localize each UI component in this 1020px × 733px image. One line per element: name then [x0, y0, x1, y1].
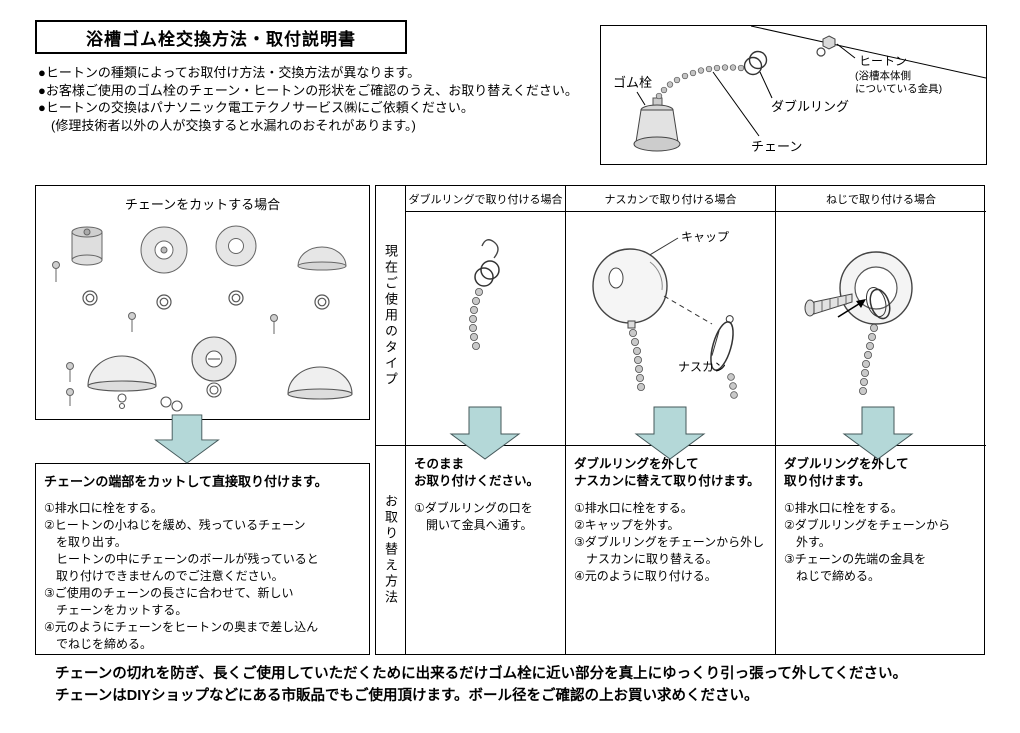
cut-chain-method-title: チェーンの端部をカットして直接取り付けます。 [44, 474, 328, 489]
step-line: ②ダブルリングをチェーンから [784, 518, 951, 532]
step-line: ②ヒートンの小ねじを緩め、残っているチェーン [44, 518, 306, 532]
step-line: 外す。 [784, 535, 831, 549]
intro-bullet: ●ヒートンの種類によってお取付け方法・交換方法が異なります。 [38, 65, 421, 80]
step-line: 開いて金具へ通す。 [414, 518, 533, 532]
down-arrow-icon [449, 406, 521, 460]
label-heaton-note: (浴槽本体側 についている金具) [855, 70, 943, 95]
document-title: 浴槽ゴム栓交換方法・取付説明書 [86, 29, 356, 49]
double-ring-method-cell: そのまま お取り付けください。 ①ダブルリングの口を 開いて金具へ通す。 [406, 446, 566, 654]
step-line: ①ダブルリングの口を [414, 501, 533, 515]
screw-method-cell: ダブルリングを外して 取り付けます。 ①排水口に栓をする。 ②ダブルリングをチェー… [776, 446, 986, 654]
step-line: を取り出す。 [44, 535, 127, 549]
cut-chain-method-box: チェーンの端部をカットして直接取り付けます。 ①排水口に栓をする。 ②ヒートンの小… [35, 463, 370, 655]
double-ring-steps: ①ダブルリングの口を 開いて金具へ通す。 [414, 500, 557, 534]
row-label-replacement-method-text: お取り替え方法 [383, 494, 398, 606]
step-line: ②キャップを外す。 [574, 518, 680, 532]
intro-notes: ●ヒートンの種類によってお取付け方法・交換方法が異なります。 ●お客様ご使用のゴム… [38, 64, 598, 134]
screw-steps: ①排水口に栓をする。 ②ダブルリングをチェーンから 外す。 ③チェーンの先端の金具を… [784, 500, 978, 585]
label-chain: チェーン [751, 139, 803, 154]
document-title-box: 浴槽ゴム栓交換方法・取付説明書 [35, 20, 407, 54]
down-arrow-icon [842, 406, 914, 460]
step-line: ナスカンに取り替える。 [574, 552, 718, 566]
intro-bullet: ●お客様ご使用のゴム栓のチェーン・ヒートンの形状をご確認のうえ、お取り替えくださ… [38, 82, 578, 98]
double-ring-method-title: そのまま お取り付けください。 [414, 457, 540, 488]
double-ring-illustration [469, 239, 500, 350]
intro-bullet: (修理技術者以外の人が交換すると水漏れのおそれがあります。) [38, 117, 416, 133]
footer-notes: チェーンの切れを防ぎ、長くご使用していただくために出来るだけゴム栓に近い部分を真… [55, 663, 1005, 707]
step-line: ④元のようにチェーンをヒートンの奥まで差し込ん [44, 620, 319, 634]
step-line: ①排水口に栓をする。 [784, 501, 903, 515]
step-line: 取り付けできませんのでご注意ください。 [44, 569, 284, 583]
nasukan-method-cell: ダブルリングを外して ナスカンに替えて取り付けます。 ①排水口に栓をする。 ②キャ… [566, 446, 776, 654]
column-header-double-ring: ダブルリングで取り付ける場合 [406, 186, 566, 212]
row-label-current-type-text: 現在ご使用のタイプ [383, 243, 398, 388]
row-label-replacement-method: お取り替え方法 [376, 446, 406, 654]
cut-chain-header: チェーンをカットする場合 [124, 197, 281, 212]
nasukan-steps: ①排水口に栓をする。 ②キャップを外す。 ③ダブルリングをチェーンから外し ナスカン… [574, 500, 767, 585]
step-line: ①排水口に栓をする。 [44, 501, 163, 515]
footer-line: チェーンの切れを防ぎ、長くご使用していただくために出来るだけゴム栓に近い部分を真… [55, 666, 908, 682]
label-rubber-plug: ゴム栓 [613, 75, 653, 90]
step-line: ヒートンの中にチェーンのボールが残っていると [44, 552, 319, 566]
screw-method-title: ダブルリングを外して 取り付けます。 [784, 457, 909, 488]
nasukan-type-image-cell: キャップ ナスカン [566, 212, 776, 446]
label-double-ring: ダブルリング [771, 99, 850, 114]
step-line: ③ダブルリングをチェーンから外し [574, 535, 765, 549]
row-label-current-type: 現在ご使用のタイプ [376, 186, 406, 446]
label-nasukan: ナスカン [678, 360, 727, 374]
down-arrow-icon [634, 406, 706, 460]
heaton-types-illustration [52, 225, 353, 412]
label-cap: キャップ [681, 230, 730, 244]
column-header-screw: ねじで取り付ける場合 [776, 186, 986, 212]
cut-chain-type-box: チェーンをカットする場合 [35, 185, 370, 420]
cut-chain-steps: ①排水口に栓をする。②ヒートンの小ねじを緩め、残っているチェーン を取り出す。 … [44, 500, 361, 653]
step-line: ③チェーンの先端の金具を [784, 552, 927, 566]
footer-line: チェーンはDIYショップなどにある市販品でもご使用頂けます。ボール径をご確認の上… [55, 688, 759, 704]
plug-chain-heaton-illustration [633, 25, 987, 152]
screw-fitting-illustration [804, 251, 913, 395]
step-line: ④元のように取り付ける。 [574, 569, 717, 583]
step-line: ねじで締める。 [784, 569, 881, 583]
down-arrow-icon [154, 414, 220, 464]
step-line: ①排水口に栓をする。 [574, 501, 693, 515]
step-line: ③ご使用のチェーンの長さに合わせて、新しい [44, 586, 294, 600]
label-heaton: ヒートン [859, 54, 908, 68]
cap-nasukan-illustration [592, 237, 738, 399]
nasukan-method-title: ダブルリングを外して ナスカンに替えて取り付けます。 [574, 457, 760, 488]
column-header-nasukan: ナスカンで取り付ける場合 [566, 186, 776, 212]
step-line: チェーンをカットする。 [44, 603, 188, 617]
plug-overview-diagram: ゴム栓 ダブルリング チェーン ヒートン (浴槽本体側 についている金具) [600, 25, 987, 165]
step-line: でねじを締める。 [44, 637, 153, 651]
intro-bullet: ●ヒートンの交換はパナソニック電工テクノサービス㈱にご依頼ください。 [38, 100, 474, 115]
